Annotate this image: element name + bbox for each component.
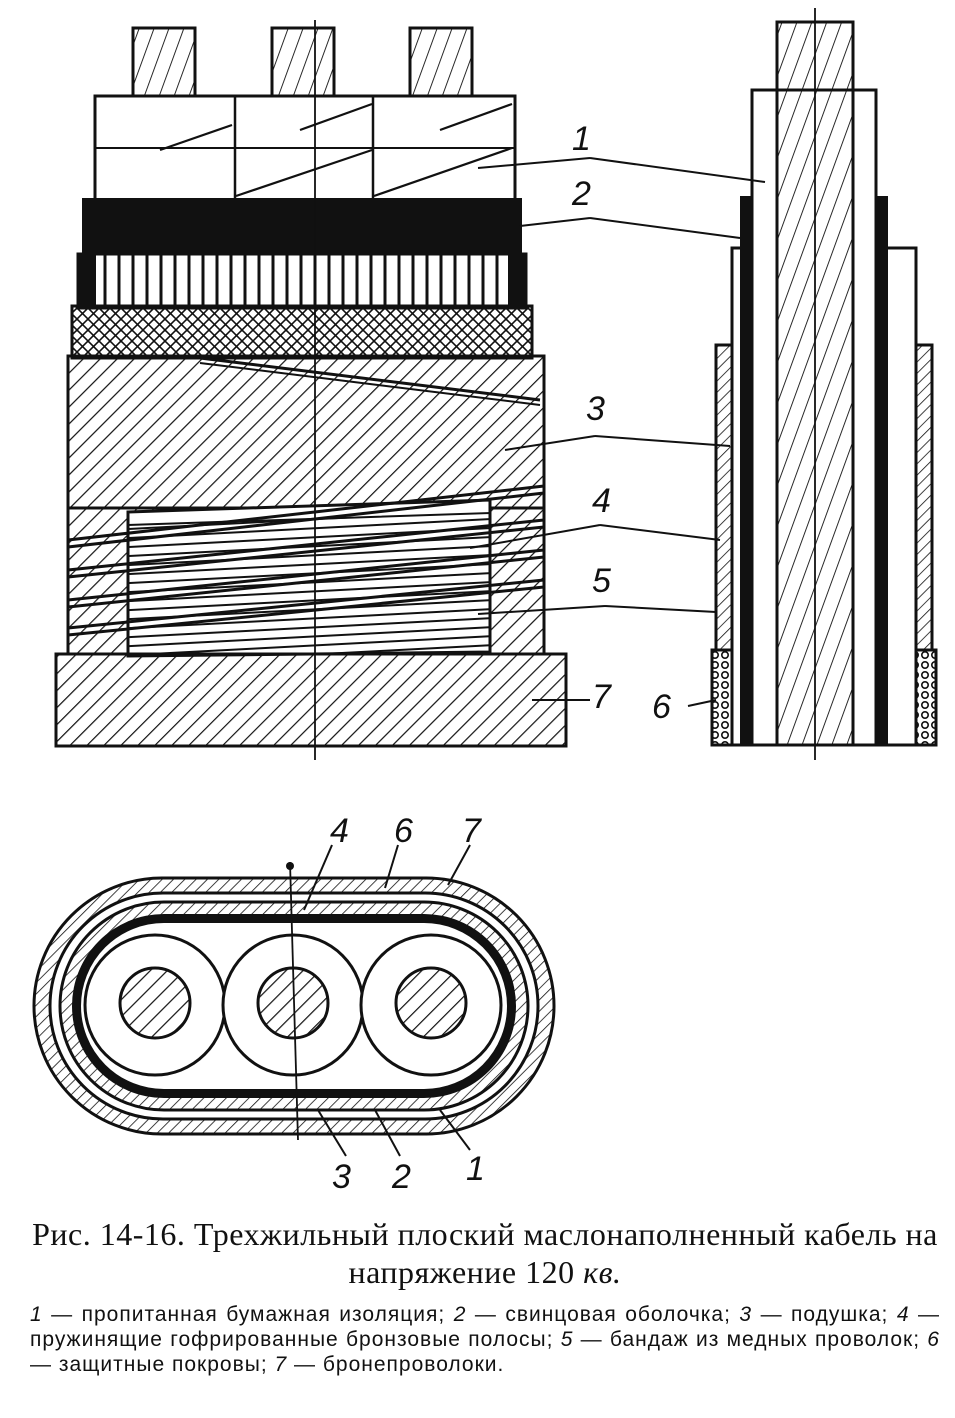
label-4-section: 4 [330,812,349,850]
cable-figure: 1 2 3 4 5 7 6 4 6 7 3 2 1 [32,8,938,1196]
label-2-section: 2 [391,1158,411,1196]
bedding-crosshatch [70,304,534,360]
legend-item: 3 — подушка; [739,1303,889,1326]
side-view [54,20,568,760]
legend-item: 5 — бандаж из медных проволок; [560,1328,921,1351]
label-2-side: 2 [571,175,591,213]
copper-bandage [67,484,545,637]
caption-text: Трехжильный плоский маслонаполненный каб… [193,1216,938,1290]
legend-item: 7 — бронепроволоки. [274,1353,505,1376]
legend-item: 6 — защитные покровы; [30,1328,940,1376]
conductor [270,26,336,100]
label-7-side: 7 [592,678,612,716]
corrugated-layer [76,252,528,310]
lead-sheath [82,198,522,254]
label-4-side: 4 [592,482,611,520]
paper-insulation [93,94,517,202]
armour-wires [54,652,568,748]
caption-unit: кв. [583,1254,622,1290]
label-3-side: 3 [586,390,605,428]
core-conductor [118,966,192,1040]
caption-title: Рис. 14-16. Трехжильный плоский маслонап… [30,1215,940,1291]
conductor [408,26,474,100]
conductor [131,26,197,100]
label-1-side: 1 [572,120,591,158]
label-6-end: 6 [652,688,671,726]
label-7-section: 7 [462,812,482,850]
legend-item: 1 — пропитанная бумажная изоляция; [30,1303,446,1326]
cushion [66,354,546,510]
legend-item: 4 — пружинящие гофрированные бронзовые п… [30,1303,941,1351]
legend-item: 2 — свинцовая оболочка; [453,1303,731,1326]
cross-section [32,861,556,1141]
label-3-section: 3 [332,1158,351,1196]
label-6-section: 6 [394,812,413,850]
caption-prefix: Рис. 14-16. [32,1216,186,1252]
legend: 1 — пропитанная бумажная изоляция; 2 — с… [30,1302,940,1377]
end-view [710,8,938,760]
core-conductor [394,966,468,1040]
label-1-section: 1 [466,1150,485,1188]
leader-lines [303,157,766,1157]
figure-caption: Рис. 14-16. Трехжильный плоский маслонап… [30,1215,940,1291]
label-5-side: 5 [592,562,611,600]
